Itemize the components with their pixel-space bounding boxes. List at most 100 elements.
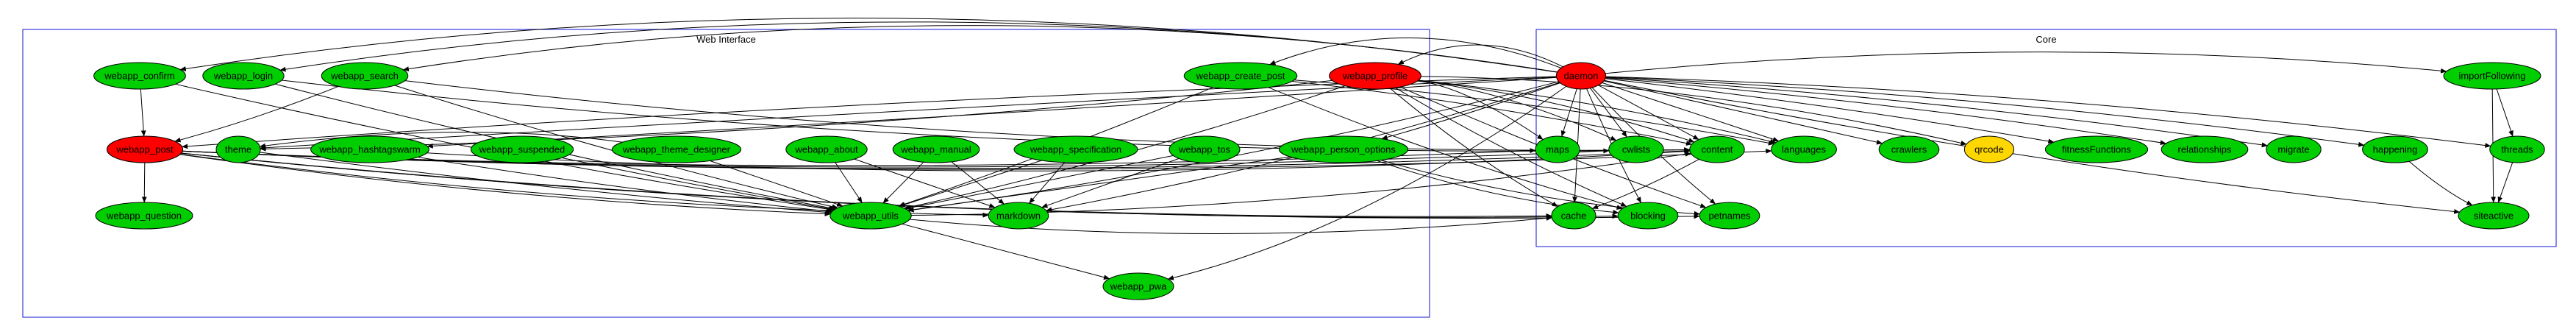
edge-webapp_suspended-to-webapp_utils [561,157,835,211]
edge-webapp_about-to-markdown [854,158,996,208]
node-ellipse-maps [1535,135,1580,163]
node-ellipse-migrate [2266,135,2322,163]
edge-webapp_post-to-webapp_utils [179,154,831,216]
node-webapp_profile: webapp_profile [1329,62,1421,90]
cluster-core: Core [1535,29,2557,247]
edge-webapp_specification-to-markdown [1029,162,1066,204]
edge-daemon-to-happening [1605,77,2365,147]
node-ellipse-content [1689,135,1745,163]
node-label-languages: languages [1782,144,1826,155]
edge-webapp_profile-to-cwlists [1418,80,1617,141]
node-webapp_manual: webapp_manual [892,135,980,163]
node-label-webapp_about: webapp_about [794,144,858,155]
edge-webapp_tos-to-webapp_utils [905,155,1174,211]
edge-importFollowing-to-threads [2496,88,2513,137]
edge-webapp_search-to-content [404,80,1691,152]
node-ellipse-webapp_hashtagswarm [310,135,429,163]
edge-daemon-to-fitnessFunctions [1605,78,2055,144]
node-webapp_pwa: webapp_pwa [1102,272,1174,300]
edge-daemon-to-cwlists [1590,88,1627,138]
edge-webapp_confirm-to-webapp_post [140,88,146,137]
node-label-relationships: relationships [2178,144,2232,155]
node-ellipse-webapp_confirm [93,62,186,90]
node-happening: happening [2362,135,2428,163]
node-label-crawlers: crawlers [1891,144,1927,155]
edge-daemon-to-maps [1560,88,1577,137]
node-label-webapp_create_post: webapp_create_post [1196,71,1285,82]
edge-webapp_profile-to-blocking [1395,87,1627,207]
edge-webapp_post-to-languages [182,148,1772,170]
node-label-webapp_profile: webapp_profile [1342,71,1407,82]
node-ellipse-siteactive [2458,202,2530,230]
edge-webapp_profile-to-languages [1418,79,1777,144]
node-ellipse-webapp_about [785,135,868,163]
node-label-siteactive: siteactive [2474,211,2513,222]
node-label-webapp_pwa: webapp_pwa [1110,281,1167,292]
edge-webapp_hashtagswarm-to-webapp_utils [418,157,832,214]
node-label-webapp_post: webapp_post [115,144,174,155]
node-ellipse-webapp_tos [1169,135,1241,163]
node-webapp_tos: webapp_tos [1169,135,1241,163]
node-ellipse-webapp_theme_designer [611,135,742,163]
cluster-box-core [1535,29,2557,247]
node-threads: threads [2489,135,2545,163]
node-petnames: petnames [1699,202,1760,230]
node-ellipse-webapp_question [95,202,193,230]
node-ellipse-webapp_manual [892,135,980,163]
edge-daemon-to-migrate [1605,77,2268,148]
node-ellipse-webapp_specification [1013,135,1138,163]
node-ellipse-webapp_profile [1329,62,1421,90]
node-ellipse-daemon [1555,62,1607,90]
cluster-label-web-interface: Web Interface [696,34,756,45]
node-ellipse-theme [215,135,261,163]
edge-webapp_profile-to-qrcode [1421,76,1967,146]
edge-daemon-to-webapp_person_options [1381,82,1560,140]
edge-daemon-to-webapp_pwa [1167,85,1566,280]
edge-webapp_create_post-to-content [1291,81,1693,146]
edge-webapp_manual-to-markdown [951,161,1005,205]
node-label-importFollowing: importFollowing [2458,71,2525,82]
node-ellipse-webapp_suspended [470,135,574,163]
node-label-webapp_suspended: webapp_suspended [479,144,565,155]
node-label-webapp_question: webapp_question [106,211,182,222]
node-ellipse-fitnessFunctions [2044,135,2149,163]
edge-daemon-to-webapp_search [402,25,1558,73]
node-content: content [1689,135,1745,163]
edge-webapp_manual-to-webapp_utils [882,161,924,204]
node-webapp_search: webapp_search [321,62,409,90]
node-fitnessFunctions: fitnessFunctions [2044,135,2149,163]
edge-webapp_person_options-to-webapp_utils [907,156,1291,213]
edge-webapp_tos-to-markdown [1041,158,1180,208]
node-label-webapp_person_options: webapp_person_options [1291,144,1396,155]
node-ellipse-threads [2489,135,2545,163]
edge-daemon-to-webapp_profile [1397,44,1563,68]
edge-webapp_profile-to-maps [1417,80,1544,140]
node-label-daemon: daemon [1564,71,1599,82]
node-label-cache: cache [1561,211,1587,222]
node-ellipse-petnames [1699,202,1760,230]
edge-daemon-to-relationships [1605,77,2166,146]
node-ellipse-webapp_post [106,135,184,163]
node-ellipse-webapp_pwa [1102,272,1174,300]
node-theme: theme [215,135,261,163]
node-ellipse-webapp_person_options [1278,135,1409,163]
node-ellipse-cache [1551,202,1596,230]
node-cwlists: cwlists [1608,135,1664,163]
edge-webapp_about-to-webapp_utils [835,162,863,203]
node-ellipse-cwlists [1608,135,1664,163]
node-label-threads: threads [2501,144,2533,155]
node-label-webapp_theme_designer: webapp_theme_designer [622,144,731,155]
node-webapp_theme_designer: webapp_theme_designer [611,135,742,163]
edge-webapp_specification-to-webapp_utils [899,160,1042,208]
node-crawlers: crawlers [1878,135,1940,163]
node-label-cwlists: cwlists [1622,144,1651,155]
edge-webapp_profile-to-content [1418,79,1695,143]
edge-content-to-cache [1591,158,1699,209]
node-ellipse-languages [1771,135,1837,163]
node-webapp_post: webapp_post [106,135,184,163]
edge-daemon-to-siteactive [1604,79,2461,214]
node-importFollowing: importFollowing [2443,62,2541,90]
node-label-petnames: petnames [1708,211,1751,222]
edge-daemon-to-importFollowing [1605,52,2447,74]
